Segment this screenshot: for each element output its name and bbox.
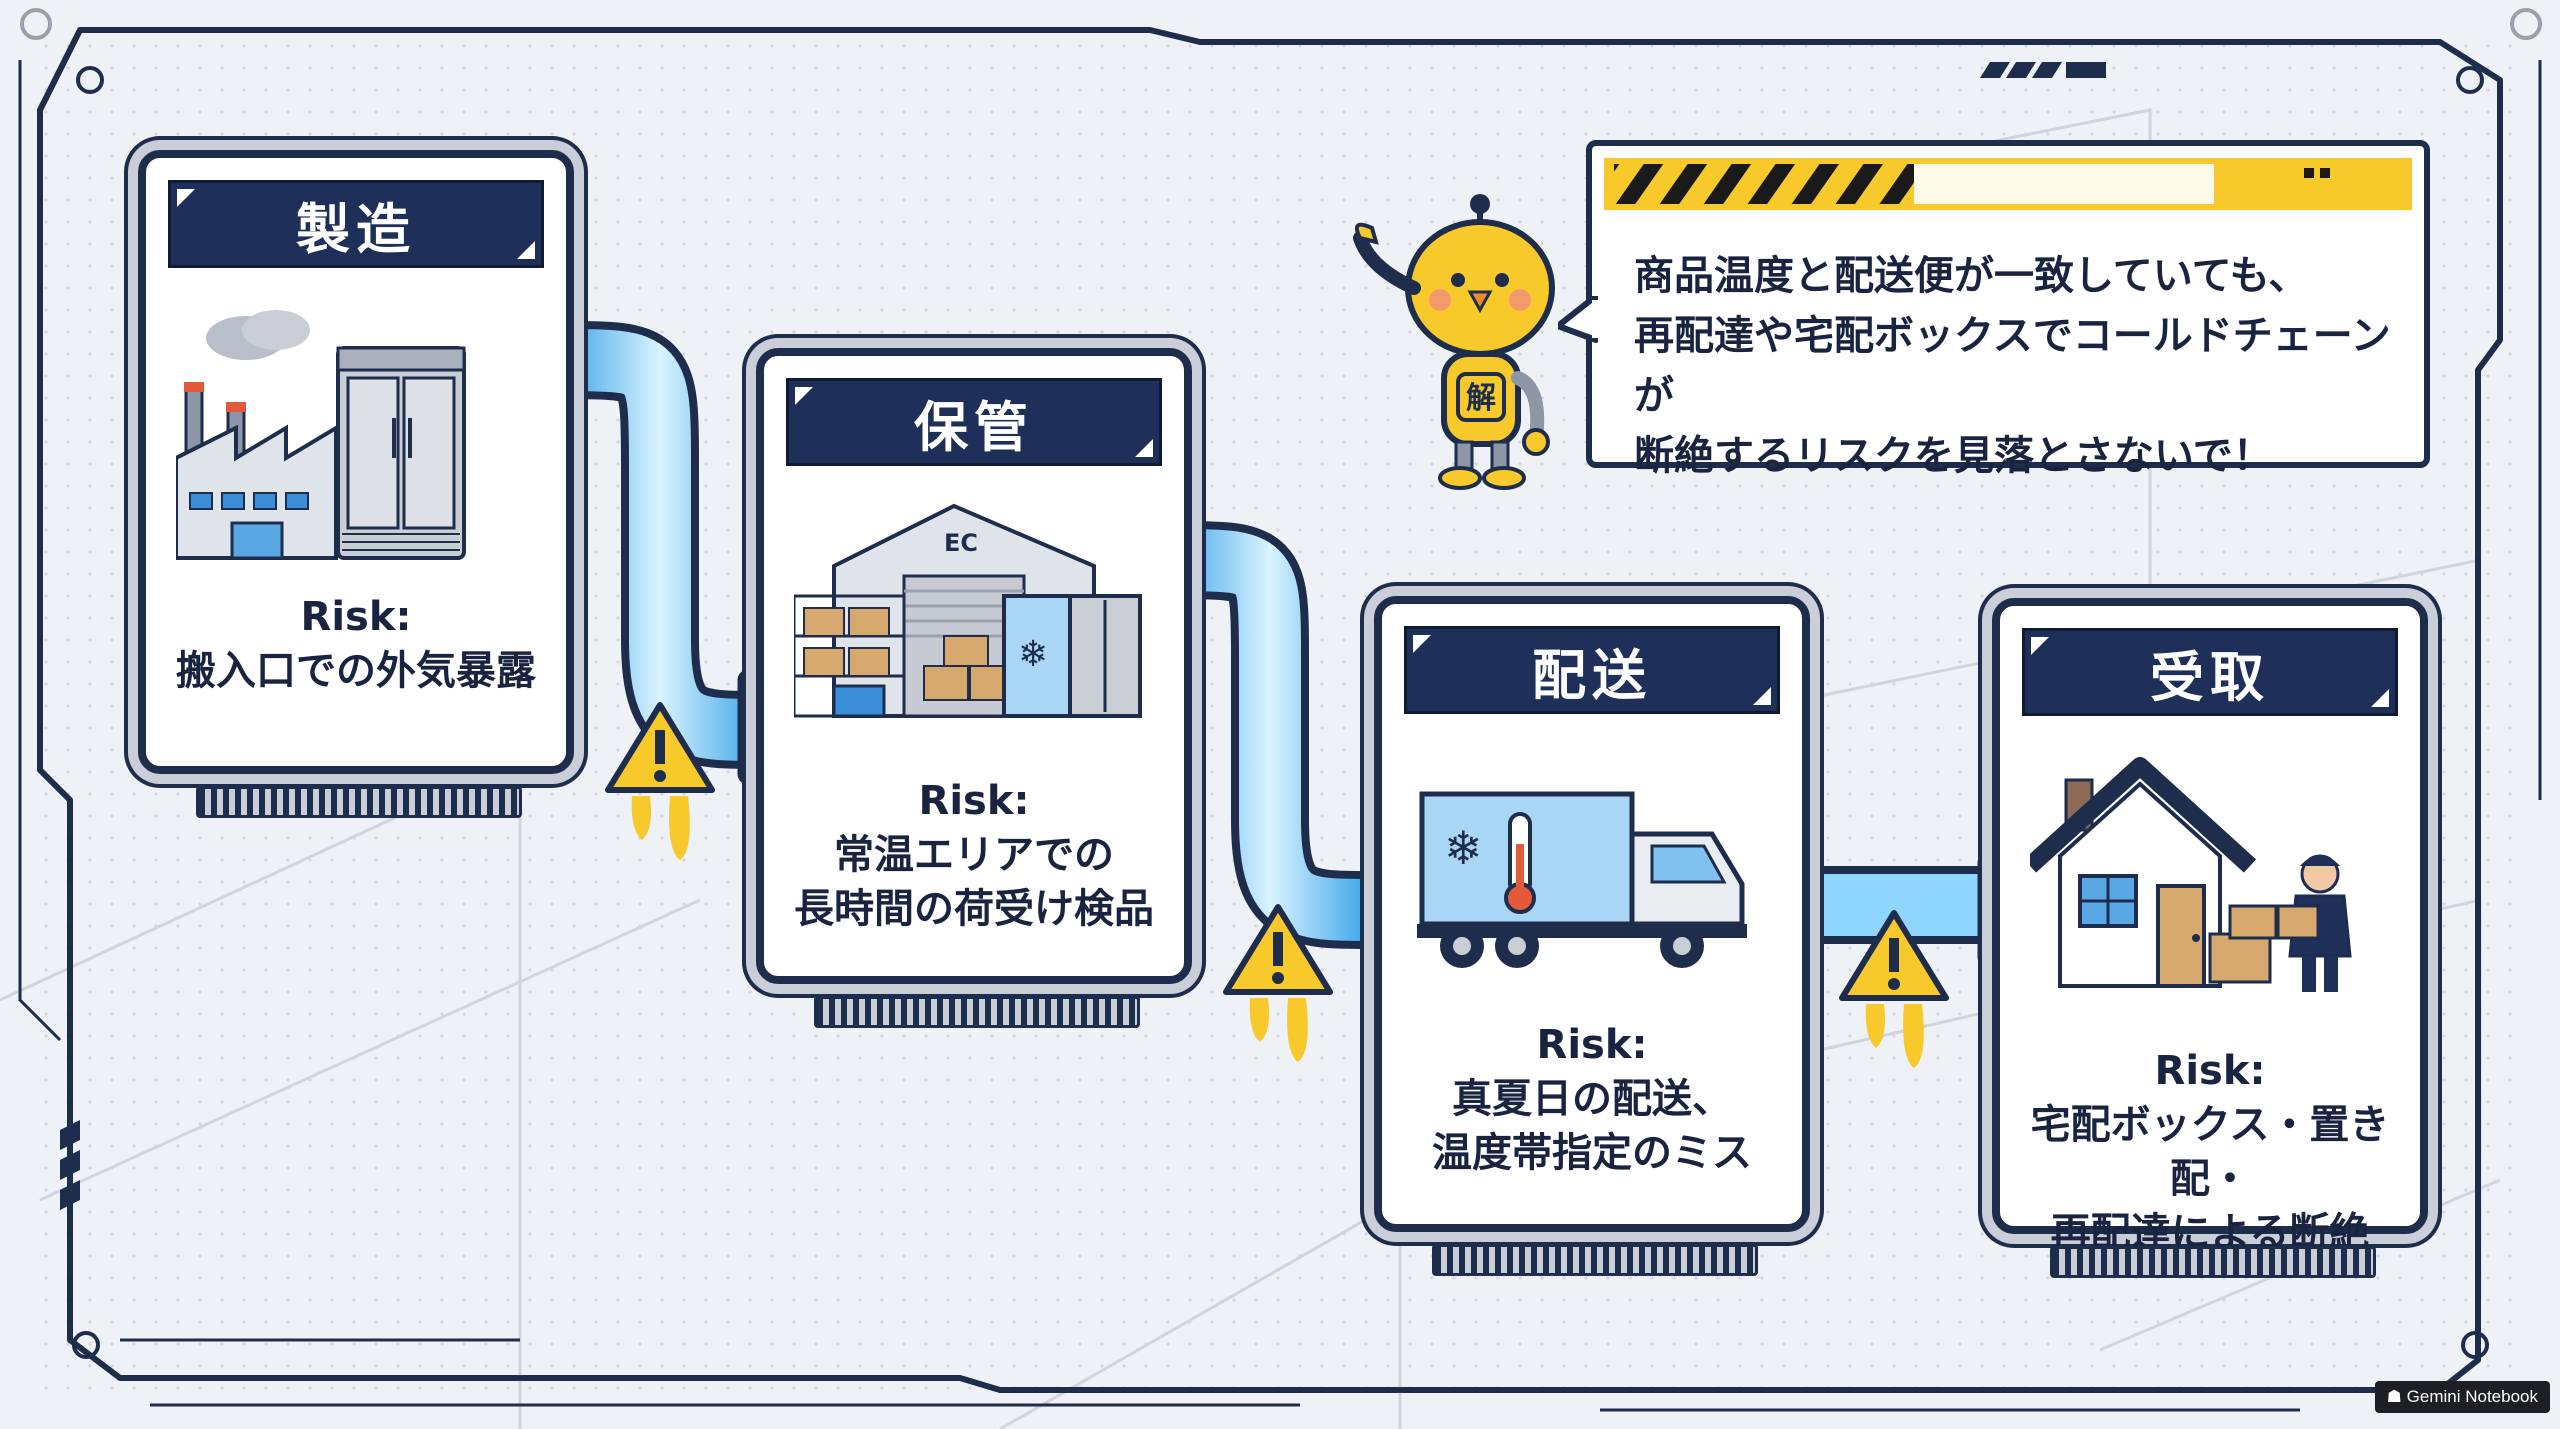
watermark-badge: ☗ Gemini Notebook — [2374, 1381, 2550, 1413]
stage-title: 製造 — [168, 180, 544, 268]
stage-risk: Risk: 搬入口での外気暴露 — [176, 594, 536, 694]
card-vent — [814, 996, 1140, 1028]
warehouse-icon: EC ❄ — [792, 496, 1154, 736]
factory-icon — [174, 308, 536, 568]
warehouse-sign: EC — [944, 529, 978, 557]
caution-stripe-bar — [1604, 158, 2412, 210]
mascot-robot-chick: 解 — [1310, 188, 1570, 508]
svg-text:❄: ❄ — [1444, 821, 1483, 875]
stage-title: 配送 — [1404, 626, 1780, 714]
stage-card-receipt: 受取 Risk: 宅配ボックス・置き配・ 再配達による断絶 — [1992, 598, 2428, 1278]
stage-title: 受取 — [2022, 628, 2398, 716]
card-vent — [1432, 1244, 1758, 1276]
stage-card-delivery: 配送 ❄ Risk: 真夏日の配送、 温度帯指定のミス — [1374, 596, 1810, 1276]
leak-warnings — [605, 702, 1949, 1068]
stage-card-storage: 保管 EC ❄ Risk: 常温エリアでの 長時間の荷受け検品 — [756, 348, 1192, 1028]
speech-bubble: 商品温度と配送便が一致していても、 再配達や宅配ボックスでコールドチェーンが 断… — [1558, 140, 2430, 479]
house-delivery-icon — [2023, 756, 2390, 996]
stage-risk: Risk: 宅配ボックス・置き配・ 再配達による断絶 — [2030, 1048, 2390, 1256]
stage-risk: Risk: 真夏日の配送、 温度帯指定のミス — [1432, 1022, 1752, 1176]
bubble-message: 商品温度と配送便が一致していても、 再配達や宅配ボックスでコールドチェーンが 断… — [1634, 253, 2391, 479]
svg-text:❄: ❄ — [1018, 634, 1048, 675]
bubble-tail — [1558, 296, 1598, 343]
refrigerated-truck-icon: ❄ — [1412, 774, 1772, 974]
stage-card-manufacturing: 製造 Risk: 搬入口での外気暴露 — [138, 150, 574, 818]
mascot-badge: 解 — [1466, 381, 1496, 416]
card-vent — [196, 786, 522, 818]
stage-title: 保管 — [786, 378, 1162, 466]
gemini-icon: ☗ — [2386, 1387, 2402, 1406]
card-vent — [2050, 1246, 2376, 1278]
stage-risk: Risk: 常温エリアでの 長時間の荷受け検品 — [794, 778, 1154, 932]
